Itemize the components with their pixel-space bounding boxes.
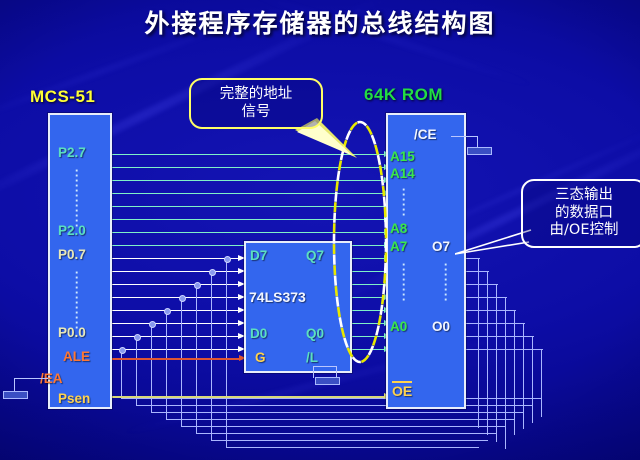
callout-tristate-line-3: 由/OE控制: [549, 222, 619, 239]
rom-title: 64K ROM: [364, 85, 444, 104]
rom-pin-a0: A0: [390, 319, 408, 334]
mcu-pin-p2-0: P2.0: [58, 223, 86, 238]
latch-pin-g: G: [255, 350, 266, 365]
mcu-block: [48, 113, 112, 409]
rom-ellipsis-addr-hi: ······: [401, 182, 407, 222]
rom-pin-o0: O0: [432, 319, 451, 334]
rom-pin-o7: O7: [432, 239, 451, 254]
latch-pin-d0: D0: [250, 326, 268, 341]
rom-pin-a7: A7: [390, 239, 408, 254]
latch-pin-d7: D7: [250, 248, 268, 263]
rom-pin-oe: OE: [392, 381, 413, 399]
callout-tristate-line-1: 三态输出: [555, 187, 613, 203]
tristate-callout-pointer: [455, 229, 532, 255]
mcu-pin-p2-7: P2.7: [58, 145, 86, 160]
latch-pin-l: /L: [306, 350, 318, 365]
latch-title: 74LS373: [249, 289, 306, 305]
page-title: 外接程序存储器的总线结构图: [144, 9, 496, 38]
mcu-pin-psen: Psen: [58, 391, 91, 406]
mcu-ellipsis-p2: ············: [74, 163, 80, 233]
rom-ellipsis-data: ········: [443, 257, 449, 307]
rom-pin-a15: A15: [390, 149, 415, 164]
mcu-pin-p0-7: P0.7: [58, 247, 86, 262]
mcu-pin-p0-0: P0.0: [58, 325, 86, 340]
rom-pin-ce: /CE: [414, 127, 437, 142]
callout-tristate-output: 三态输出 的数据口 由/OE控制: [521, 179, 640, 249]
callout-address-signal: 完整的地址 信号: [189, 78, 323, 130]
callout-address-line-2: 信号: [241, 103, 271, 120]
rom-block: [386, 113, 466, 409]
rom-pin-a8: A8: [390, 221, 408, 236]
callout-address-line-1: 完整的地址: [219, 86, 293, 102]
address-highlight-ellipse: [332, 120, 388, 364]
mcu-pin-ea: /EA: [40, 371, 63, 386]
rom-pin-a14: A14: [390, 166, 415, 181]
mcu-title: MCS-51: [30, 87, 96, 106]
callout-tristate-line-2: 的数据口: [555, 204, 613, 221]
mcu-ellipsis-p0: ············: [74, 265, 80, 335]
latch-pin-q7: Q7: [306, 248, 325, 263]
rom-ellipsis-addr-lo: ········: [401, 257, 407, 307]
latch-pin-q0: Q0: [306, 326, 325, 341]
mcu-pin-ale: ALE: [63, 349, 90, 364]
